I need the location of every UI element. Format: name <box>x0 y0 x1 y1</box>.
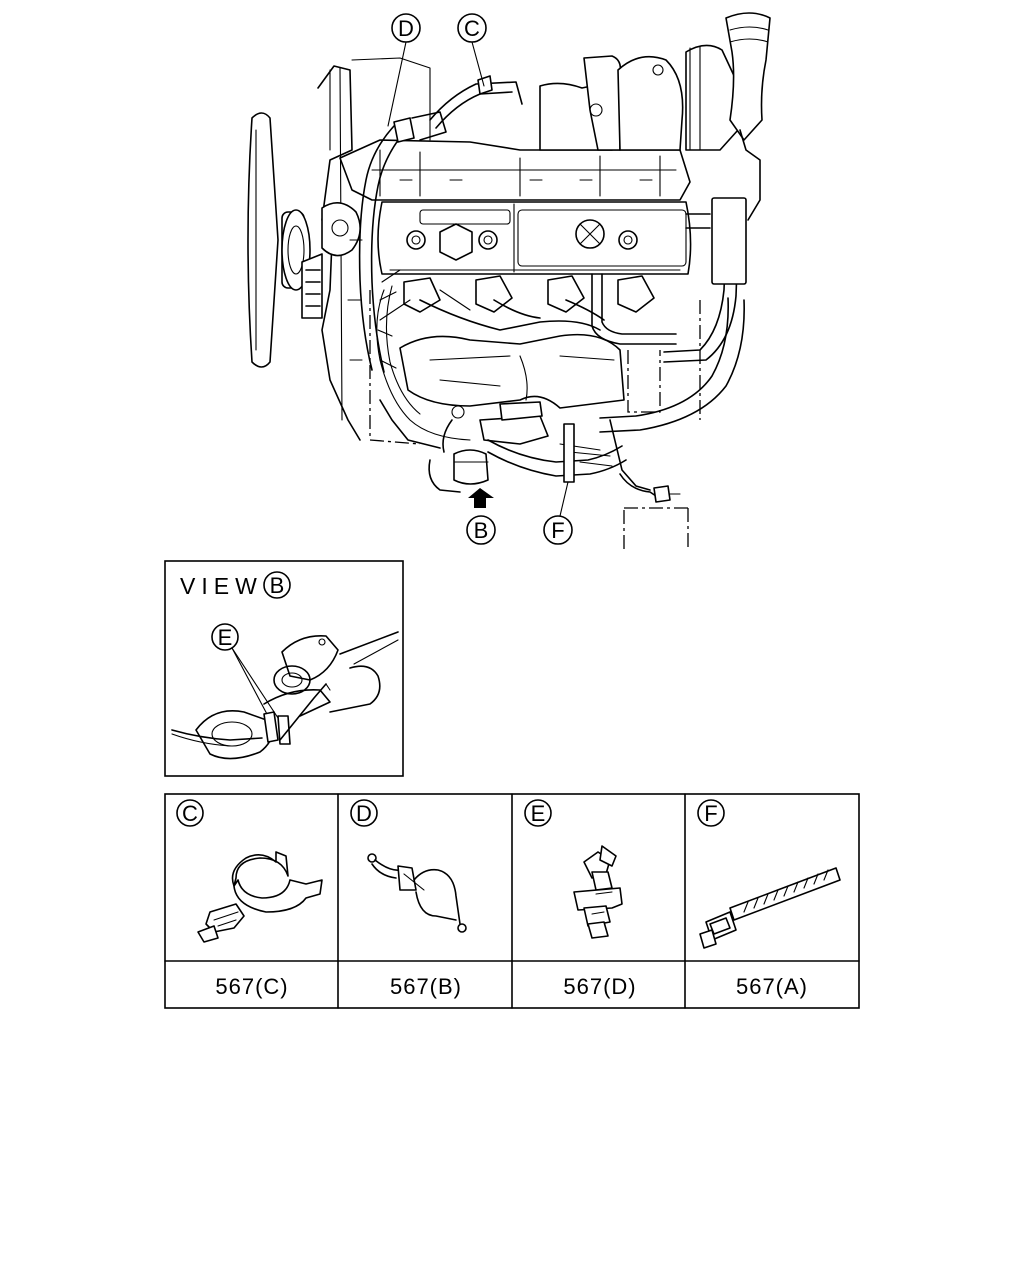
injector-row <box>379 275 655 331</box>
parts-cell-c: C 567(C) <box>176 799 323 999</box>
front-pulleys <box>281 209 323 319</box>
cell-letter: E <box>531 801 546 826</box>
exhaust-manifold <box>399 333 625 409</box>
callout-d: D <box>387 13 421 127</box>
svg-text:D: D <box>398 16 414 41</box>
cell-letter: C <box>182 801 198 826</box>
part-number: 567(B) <box>390 974 462 999</box>
retainer-clip-part <box>573 845 623 939</box>
flywheel <box>247 112 279 368</box>
parts-cell-d: D 567(B) <box>350 799 467 999</box>
engine-assembly <box>247 12 771 550</box>
view-title: VIEW <box>180 573 263 599</box>
parts-cell-e: E 567(D) <box>524 799 636 999</box>
turbocharger-area <box>539 12 771 221</box>
view-b-panel: VIEW B E <box>164 560 404 777</box>
cell-letter: F <box>704 801 717 826</box>
callout-f: F <box>543 481 573 545</box>
parts-cell-f: F 567(A) <box>697 799 841 999</box>
lower-component <box>442 401 549 485</box>
part-number: 567(A) <box>736 974 808 999</box>
rocker-cover <box>377 201 692 275</box>
callout-b: B <box>466 488 496 545</box>
svg-text:E: E <box>218 625 233 650</box>
svg-text:C: C <box>464 16 480 41</box>
view-title-letter: B <box>270 573 285 598</box>
svg-text:F: F <box>551 518 564 543</box>
cell-letter: D <box>356 801 372 826</box>
svg-text:B: B <box>474 518 489 543</box>
hose-clamp-part <box>197 851 323 943</box>
part-number: 567(D) <box>563 974 636 999</box>
wire-clip-part <box>367 853 467 933</box>
part-number: 567(C) <box>215 974 288 999</box>
callout-c: C <box>457 13 487 87</box>
cable-tie-part <box>699 867 841 949</box>
